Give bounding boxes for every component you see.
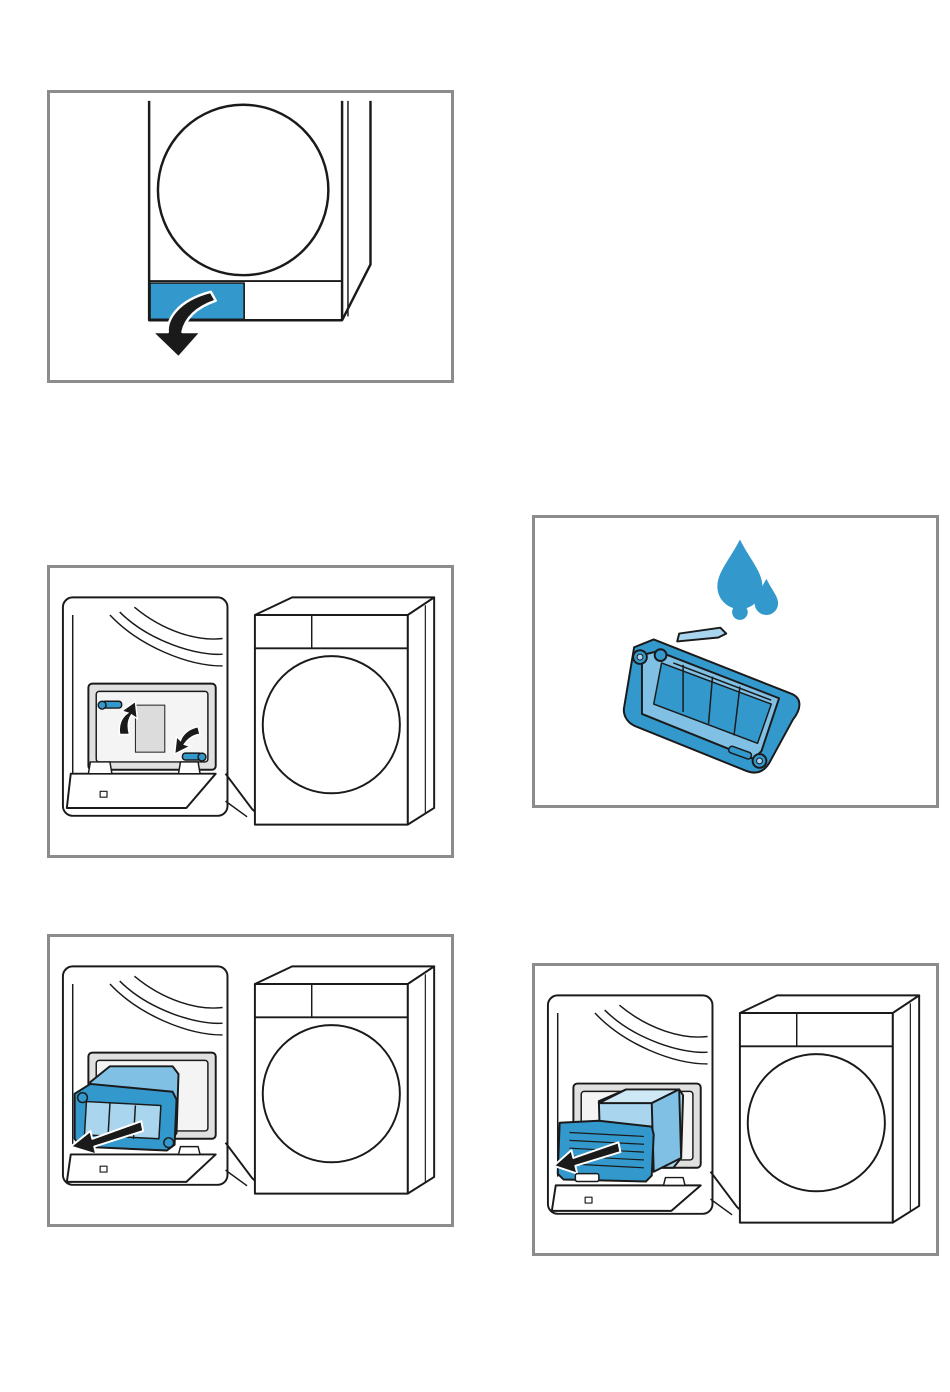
dryer-icon	[740, 995, 919, 1222]
dryer-front-illustration	[50, 93, 451, 380]
step-pull-out-container-panel	[47, 934, 454, 1227]
condenser-cover-icon	[624, 628, 800, 773]
step-unlock-levers-panel	[47, 565, 454, 858]
door-outline-icon	[158, 105, 328, 275]
dryer-icon	[255, 966, 434, 1193]
dryer-icon	[255, 597, 434, 824]
step-open-maintenance-flap-panel	[47, 90, 454, 383]
step-drain-water-panel	[532, 515, 939, 808]
step-remove-heat-exchanger-panel	[532, 963, 939, 1256]
